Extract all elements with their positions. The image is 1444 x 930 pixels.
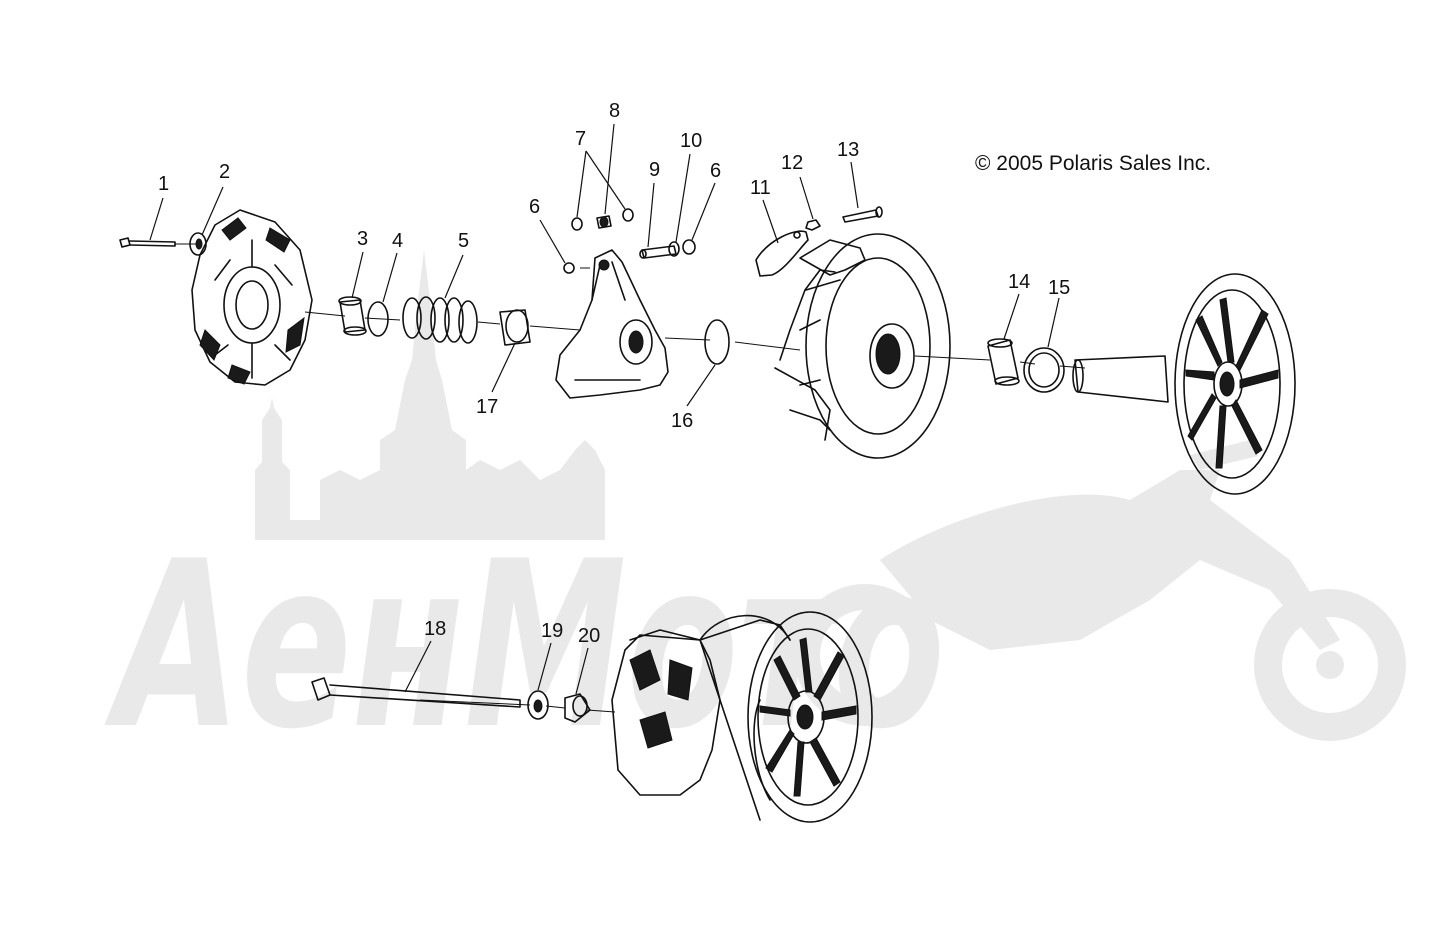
leader-1 [149, 197, 164, 241]
leader-20 [575, 647, 589, 695]
callout-5: 5 [458, 230, 469, 252]
copyright-text: © 2005 Polaris Sales Inc. [975, 152, 1211, 175]
leader-6b [691, 182, 716, 241]
callout-6a: 6 [529, 196, 540, 218]
part-pin-9 [639, 245, 677, 259]
callout-11: 11 [750, 177, 771, 199]
callout-20: 20 [578, 625, 600, 647]
leader-8 [604, 123, 615, 215]
leader-lines [149, 123, 1060, 695]
leader-7b [585, 150, 626, 210]
callout-13: 13 [837, 139, 859, 161]
part-ring-15 [1023, 347, 1065, 393]
leader-18 [404, 640, 432, 693]
callout-19: 19 [541, 620, 563, 642]
leader-10 [675, 153, 691, 243]
leader-15 [1047, 297, 1060, 348]
callouts: 1 2 3 4 5 6 6 7 8 9 10 11 12 13 14 15 16… [158, 100, 1070, 647]
part-washer-19 [527, 690, 549, 720]
callout-18: 18 [424, 618, 446, 640]
part-spider [555, 249, 669, 399]
part-weight-11 [755, 230, 809, 277]
callout-14: 14 [1008, 271, 1030, 293]
part-bolt-18 [311, 677, 521, 708]
callout-8: 8 [609, 100, 620, 122]
leader-9 [647, 182, 655, 248]
part-nut-12 [805, 219, 821, 231]
leader-6a [539, 219, 566, 264]
part-roller-8 [596, 215, 612, 229]
leader-2 [201, 186, 224, 236]
callout-16: 16 [671, 410, 693, 432]
part-cover [191, 209, 313, 386]
part-bushing-14 [987, 338, 1020, 386]
part-ring-4 [367, 301, 389, 337]
leader-17 [491, 342, 516, 393]
leader-4 [382, 252, 398, 303]
callout-9: 9 [649, 159, 660, 181]
watermark-skyline [255, 250, 605, 540]
callout-7: 7 [575, 128, 586, 150]
part-oring-16 [704, 319, 730, 365]
part-washer-7-left [571, 217, 583, 231]
callout-12: 12 [781, 152, 803, 174]
part-bushing-17 [499, 309, 531, 346]
part-bushing-3 [338, 296, 367, 336]
leader-12 [799, 176, 814, 220]
callout-1: 1 [158, 173, 169, 195]
callout-15: 15 [1048, 277, 1070, 299]
callout-2: 2 [219, 161, 230, 183]
callout-6b: 6 [710, 160, 721, 182]
part-bolt-13 [842, 206, 883, 223]
part-spring-5 [402, 296, 478, 344]
leader-11 [762, 199, 779, 244]
leader-3 [351, 251, 364, 299]
part-washer-7-right [622, 208, 634, 222]
leader-14 [1003, 293, 1020, 340]
leader-5 [444, 254, 464, 299]
leader-19 [537, 642, 552, 691]
watermark-motorcycle [794, 440, 1406, 741]
part-clutch-assembly [611, 611, 873, 823]
leader-13 [850, 161, 859, 209]
callout-4: 4 [392, 230, 403, 252]
callout-17: 17 [476, 396, 498, 418]
leader-16 [686, 364, 716, 407]
assembly-axis [175, 243, 1086, 713]
part-fixed-sheave [1072, 273, 1296, 495]
part-bushing-20 [564, 693, 591, 723]
part-bolt-1 [119, 237, 176, 248]
callout-3: 3 [357, 228, 368, 250]
part-roller-6-right [682, 239, 696, 255]
part-washer-10 [668, 241, 680, 257]
leader-7a [576, 150, 587, 218]
part-roller-6-left [563, 262, 575, 274]
part-moveable-sheave [774, 233, 951, 459]
callout-10: 10 [680, 130, 702, 152]
